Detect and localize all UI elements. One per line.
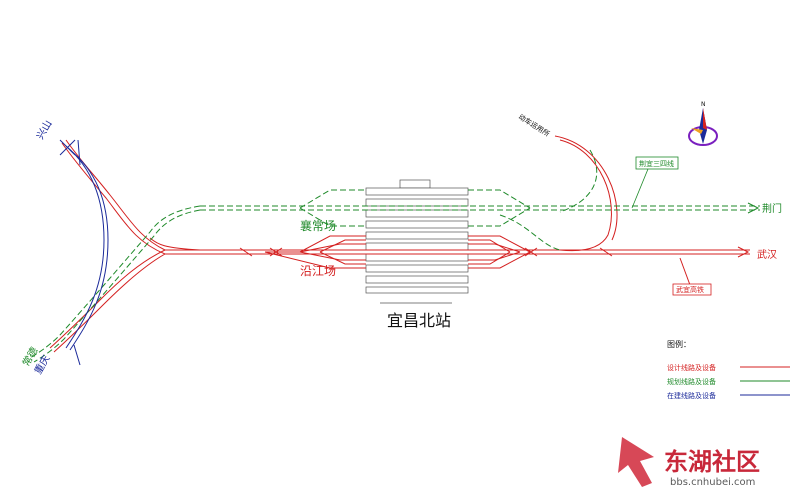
designed-lines: [49, 135, 750, 353]
depot-label: 动车运用所: [517, 112, 551, 138]
north-letter: N: [701, 101, 706, 108]
legend-item-construction-label: 在建线路及设备: [667, 391, 716, 400]
xiangchang-yard-label: 襄常场: [300, 218, 336, 233]
legend-item-designed-label: 设计线路及设备: [667, 363, 716, 372]
station-name: 宜昌北站: [387, 311, 451, 330]
station-platforms: [365, 179, 469, 304]
jingyi-34-label: 荆宜三四线: [639, 159, 674, 168]
legend-item-planned-label: 规划线路及设备: [667, 377, 716, 386]
watermark-brand: 东湖社区: [664, 448, 760, 476]
wuhan-label: 武汉: [757, 248, 777, 261]
watermark-logo-icon: [618, 437, 654, 487]
compass-icon: N: [688, 101, 718, 146]
legend-title: 图例：: [667, 339, 691, 349]
jingmen-arrow: [747, 202, 760, 214]
yanjiang-yard-label: 沿江场: [300, 264, 336, 278]
watermark: 东湖社区 bbs.cnhubei.com: [618, 437, 760, 488]
depot: 动车运用所: [517, 112, 551, 138]
under-construction-lines: [59, 139, 109, 366]
legend: 图例： 设计线路及设备 规划线路及设备 在建线路及设备: [667, 339, 790, 400]
xingshan-label: 兴山: [34, 118, 54, 141]
line-tag-jingyi: 荆宜三四线: [631, 156, 679, 209]
line-tag-wuyi: 武宜高铁: [672, 283, 712, 296]
watermark-url: bbs.cnhubei.com: [670, 477, 755, 488]
wuyi-label: 武宜高铁: [676, 285, 704, 294]
jingmen-label: 荆门: [762, 202, 782, 215]
planned-lines: [29, 149, 760, 363]
